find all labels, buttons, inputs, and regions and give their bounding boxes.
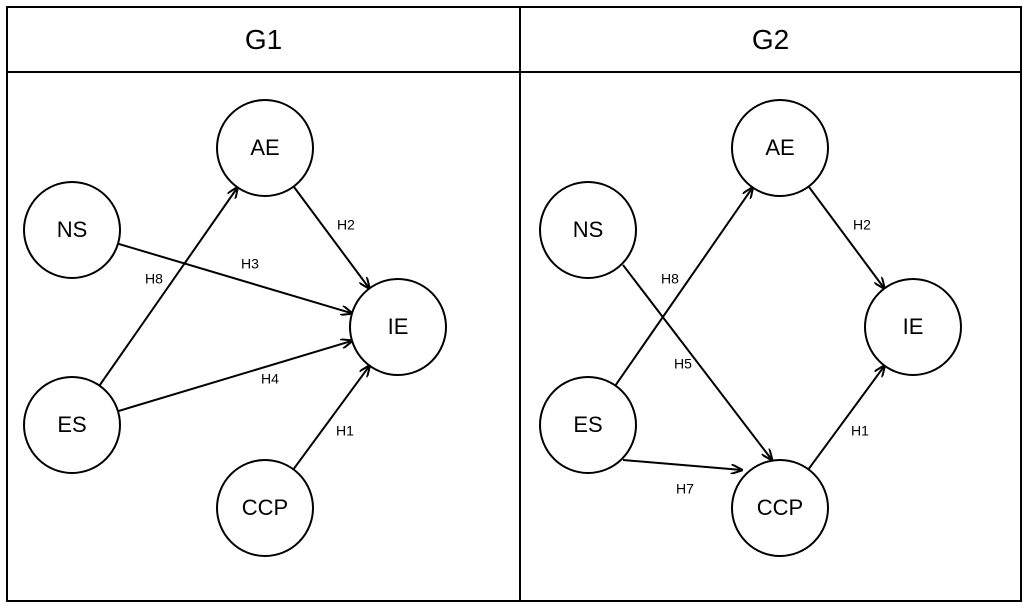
node-g2-es: ES <box>539 376 637 474</box>
edge-g2-es-to-ae <box>614 187 752 387</box>
node-circle <box>864 278 962 376</box>
edge-g2-ccp-to-ie <box>807 366 884 470</box>
edge-label-g1-h4: H4 <box>261 371 279 387</box>
header-divider <box>6 71 1022 73</box>
node-circle <box>349 278 447 376</box>
node-label: AE <box>765 135 794 160</box>
node-label: CCP <box>242 495 288 520</box>
node-circle <box>216 99 314 197</box>
panel-title-g1: G1 <box>244 23 283 55</box>
edge-g2-ae-to-ie <box>807 185 885 289</box>
edge-label-g1-h3: H3 <box>241 256 259 272</box>
node-circle <box>539 376 637 474</box>
edge-g2-es-to-ccp <box>622 459 742 470</box>
node-circle <box>23 376 121 474</box>
edge-label-g1-h1: H1 <box>336 423 354 439</box>
table-frame <box>6 6 1022 602</box>
node-circle <box>23 181 121 279</box>
node-label: IE <box>388 314 409 339</box>
node-label: ES <box>573 412 602 437</box>
panel-title-g2: G2 <box>751 23 790 55</box>
node-g1-ns: NS <box>23 181 121 279</box>
edge-g1-es-to-ie <box>117 341 352 413</box>
node-label: NS <box>57 217 88 242</box>
edge-label-g1-h8: H8 <box>145 271 163 287</box>
edge-g1-es-to-ae <box>98 187 237 387</box>
node-circle <box>216 459 314 557</box>
node-g2-ae: AE <box>731 99 829 197</box>
edge-label-g2-h5: H5 <box>674 356 692 372</box>
node-circle <box>731 459 829 557</box>
node-label: CCP <box>757 495 803 520</box>
edge-g2-ns-to-ccp <box>622 264 772 460</box>
edge-g1-ccp-to-ie <box>292 366 369 470</box>
node-label: IE <box>903 314 924 339</box>
node-circle <box>731 99 829 197</box>
node-g2-ns: NS <box>539 181 637 279</box>
edge-g1-ns-to-ie <box>117 242 352 314</box>
edge-label-g2-h8: H8 <box>661 271 679 287</box>
edge-label-g2-h7: H7 <box>676 481 694 497</box>
node-circle <box>539 181 637 279</box>
node-g2-ie: IE <box>864 278 962 376</box>
node-g1-ccp: CCP <box>216 459 314 557</box>
edge-label-g2-h2: H2 <box>853 217 871 233</box>
node-g1-ae: AE <box>216 99 314 197</box>
panel-divider <box>519 6 521 602</box>
node-g1-ie: IE <box>349 278 447 376</box>
node-label: ES <box>57 412 86 437</box>
node-g2-ccp: CCP <box>731 459 829 557</box>
edge-g1-ae-to-ie <box>292 185 370 289</box>
node-g1-es: ES <box>23 376 121 474</box>
node-label: AE <box>250 135 279 160</box>
edge-label-g2-h1: H1 <box>851 423 869 439</box>
edge-label-g1-h2: H2 <box>337 217 355 233</box>
node-label: NS <box>573 217 604 242</box>
